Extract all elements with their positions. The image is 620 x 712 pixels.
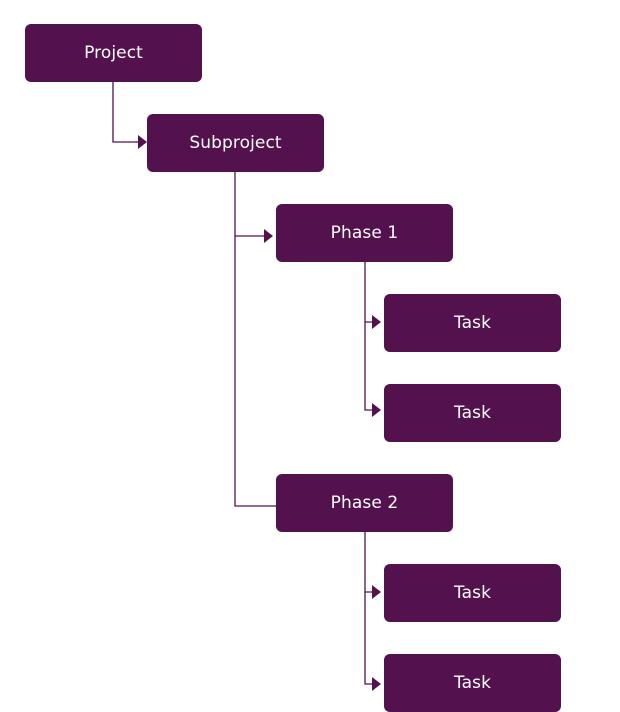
node-task-2-label: Task bbox=[453, 403, 492, 423]
connector-phase1-task1 bbox=[364, 262, 374, 323]
arrowhead-task4 bbox=[372, 677, 381, 691]
node-subproject-label: Subproject bbox=[189, 133, 282, 153]
arrowhead-subproject bbox=[138, 135, 147, 149]
node-task-1-label: Task bbox=[453, 313, 492, 333]
node-subproject: Subproject bbox=[147, 114, 324, 172]
node-task-3: Task bbox=[384, 564, 561, 622]
arrowhead-task1 bbox=[372, 315, 381, 329]
arrowhead-task2 bbox=[372, 403, 381, 417]
connector-phase1-task2 bbox=[364, 322, 374, 411]
connector-phase2-task4 bbox=[364, 592, 374, 685]
connector-phase2-task3 bbox=[364, 532, 374, 593]
connector-project-subproject bbox=[112, 82, 140, 143]
node-phase-2-label: Phase 2 bbox=[330, 493, 399, 513]
node-task-3-label: Task bbox=[453, 583, 492, 603]
node-task-4: Task bbox=[384, 654, 561, 712]
connector-subproject-phase2 bbox=[234, 236, 276, 507]
node-task-4-label: Task bbox=[453, 673, 492, 693]
connector-subproject-phase1 bbox=[234, 172, 266, 237]
arrowhead-task3 bbox=[372, 585, 381, 599]
node-phase-1: Phase 1 bbox=[276, 204, 453, 262]
node-phase-1-label: Phase 1 bbox=[330, 223, 399, 243]
node-phase-2: Phase 2 bbox=[276, 474, 453, 532]
arrowhead-phase1 bbox=[264, 229, 273, 243]
node-project: Project bbox=[25, 24, 202, 82]
node-task-2: Task bbox=[384, 384, 561, 442]
node-project-label: Project bbox=[84, 43, 143, 63]
node-task-1: Task bbox=[384, 294, 561, 352]
